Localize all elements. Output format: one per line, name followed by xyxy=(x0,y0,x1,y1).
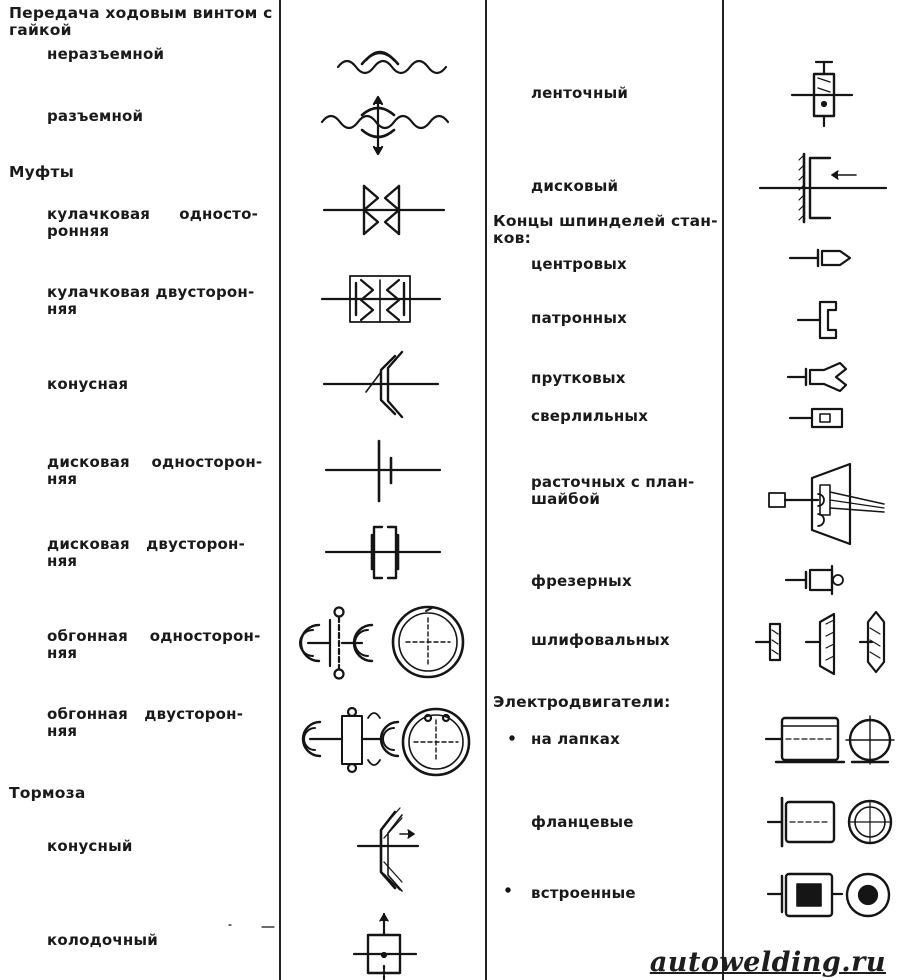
coupling-claw-one-way: кулачковая односто- ронняя xyxy=(47,205,258,240)
column-divider-2 xyxy=(485,0,487,980)
disc-coupling-one-way-icon xyxy=(326,441,440,501)
spindle-boring: расточных с план- шайбой xyxy=(531,473,695,508)
coupling-claw-two-way: кулачковая двусторон- няя xyxy=(47,283,255,318)
coupling-disc-two-way: дисковая двусторон- няя xyxy=(47,535,246,570)
spindle-milling: фрезерных xyxy=(531,572,632,590)
coupling-cone: конусная xyxy=(47,375,129,393)
screw-section-title: Передача ходовым винтом с гайкой xyxy=(9,4,273,39)
motor-flange: фланцевые xyxy=(531,813,634,831)
screw-nut-split-icon xyxy=(322,97,448,154)
spindle-grinding: шлифовальных xyxy=(531,631,670,649)
couplings-section-title: Муфты xyxy=(9,163,74,181)
spindle-bar-icon xyxy=(788,363,846,391)
coupling-disc-one-way: дисковая односторон- няя xyxy=(47,453,263,488)
screw-item-split: разъемной xyxy=(47,107,144,125)
claw-coupling-one-way-icon xyxy=(324,186,444,234)
spindle-chuck-icon xyxy=(798,302,836,338)
watermark: autowelding.ru xyxy=(649,947,886,978)
motor-built-in-icon xyxy=(768,874,889,916)
column-divider-1 xyxy=(279,0,281,980)
clutch-overrun-one-way: обгонная односторон- няя xyxy=(47,627,261,662)
overrunning-clutch-two-way-icon xyxy=(303,708,469,775)
spindle-center: центровых xyxy=(531,255,627,273)
screw-nut-solid-icon xyxy=(338,52,446,73)
spindle-center-icon xyxy=(790,250,850,266)
clutch-overrun-two-way: обгонная двусторон- няя xyxy=(47,705,244,740)
screw-item-solid: неразъемной xyxy=(47,45,165,63)
motor-foot-icon xyxy=(766,716,894,764)
spindle-drill-icon xyxy=(790,409,842,427)
column-divider-3 xyxy=(722,0,724,980)
brake-shoe: колодочный xyxy=(47,931,158,949)
motor-built-in: встроенные xyxy=(531,884,636,902)
cone-coupling-icon xyxy=(324,352,438,417)
spindle-drill: сверлильных xyxy=(531,407,649,425)
motors-section-title: Электродвигатели: xyxy=(493,693,671,711)
motor-foot: на лапках xyxy=(531,730,620,748)
cone-brake-icon xyxy=(358,808,418,891)
brake-disc: дисковый xyxy=(531,177,619,195)
spindle-grinding-icon xyxy=(756,612,884,674)
motor-flange-icon xyxy=(768,798,891,846)
spindle-boring-faceplate-icon xyxy=(769,464,884,544)
disc-brake-icon xyxy=(760,154,886,222)
claw-coupling-two-way-icon xyxy=(322,276,440,322)
disc-coupling-two-way-icon xyxy=(326,527,440,578)
brakes-section-title: Тормоза xyxy=(9,784,86,802)
spindle-section-title: Концы шпинделей стан- ков: xyxy=(493,212,718,247)
overrunning-clutch-one-way-icon xyxy=(300,607,463,679)
spindle-chuck: патронных xyxy=(531,309,627,327)
shoe-brake-icon xyxy=(354,914,416,980)
spindle-bar: прутковых xyxy=(531,369,626,387)
band-brake-icon xyxy=(792,62,852,126)
spindle-milling-icon xyxy=(786,566,843,594)
brake-cone: конусный xyxy=(47,837,133,855)
brake-band: ленточный xyxy=(531,84,629,102)
